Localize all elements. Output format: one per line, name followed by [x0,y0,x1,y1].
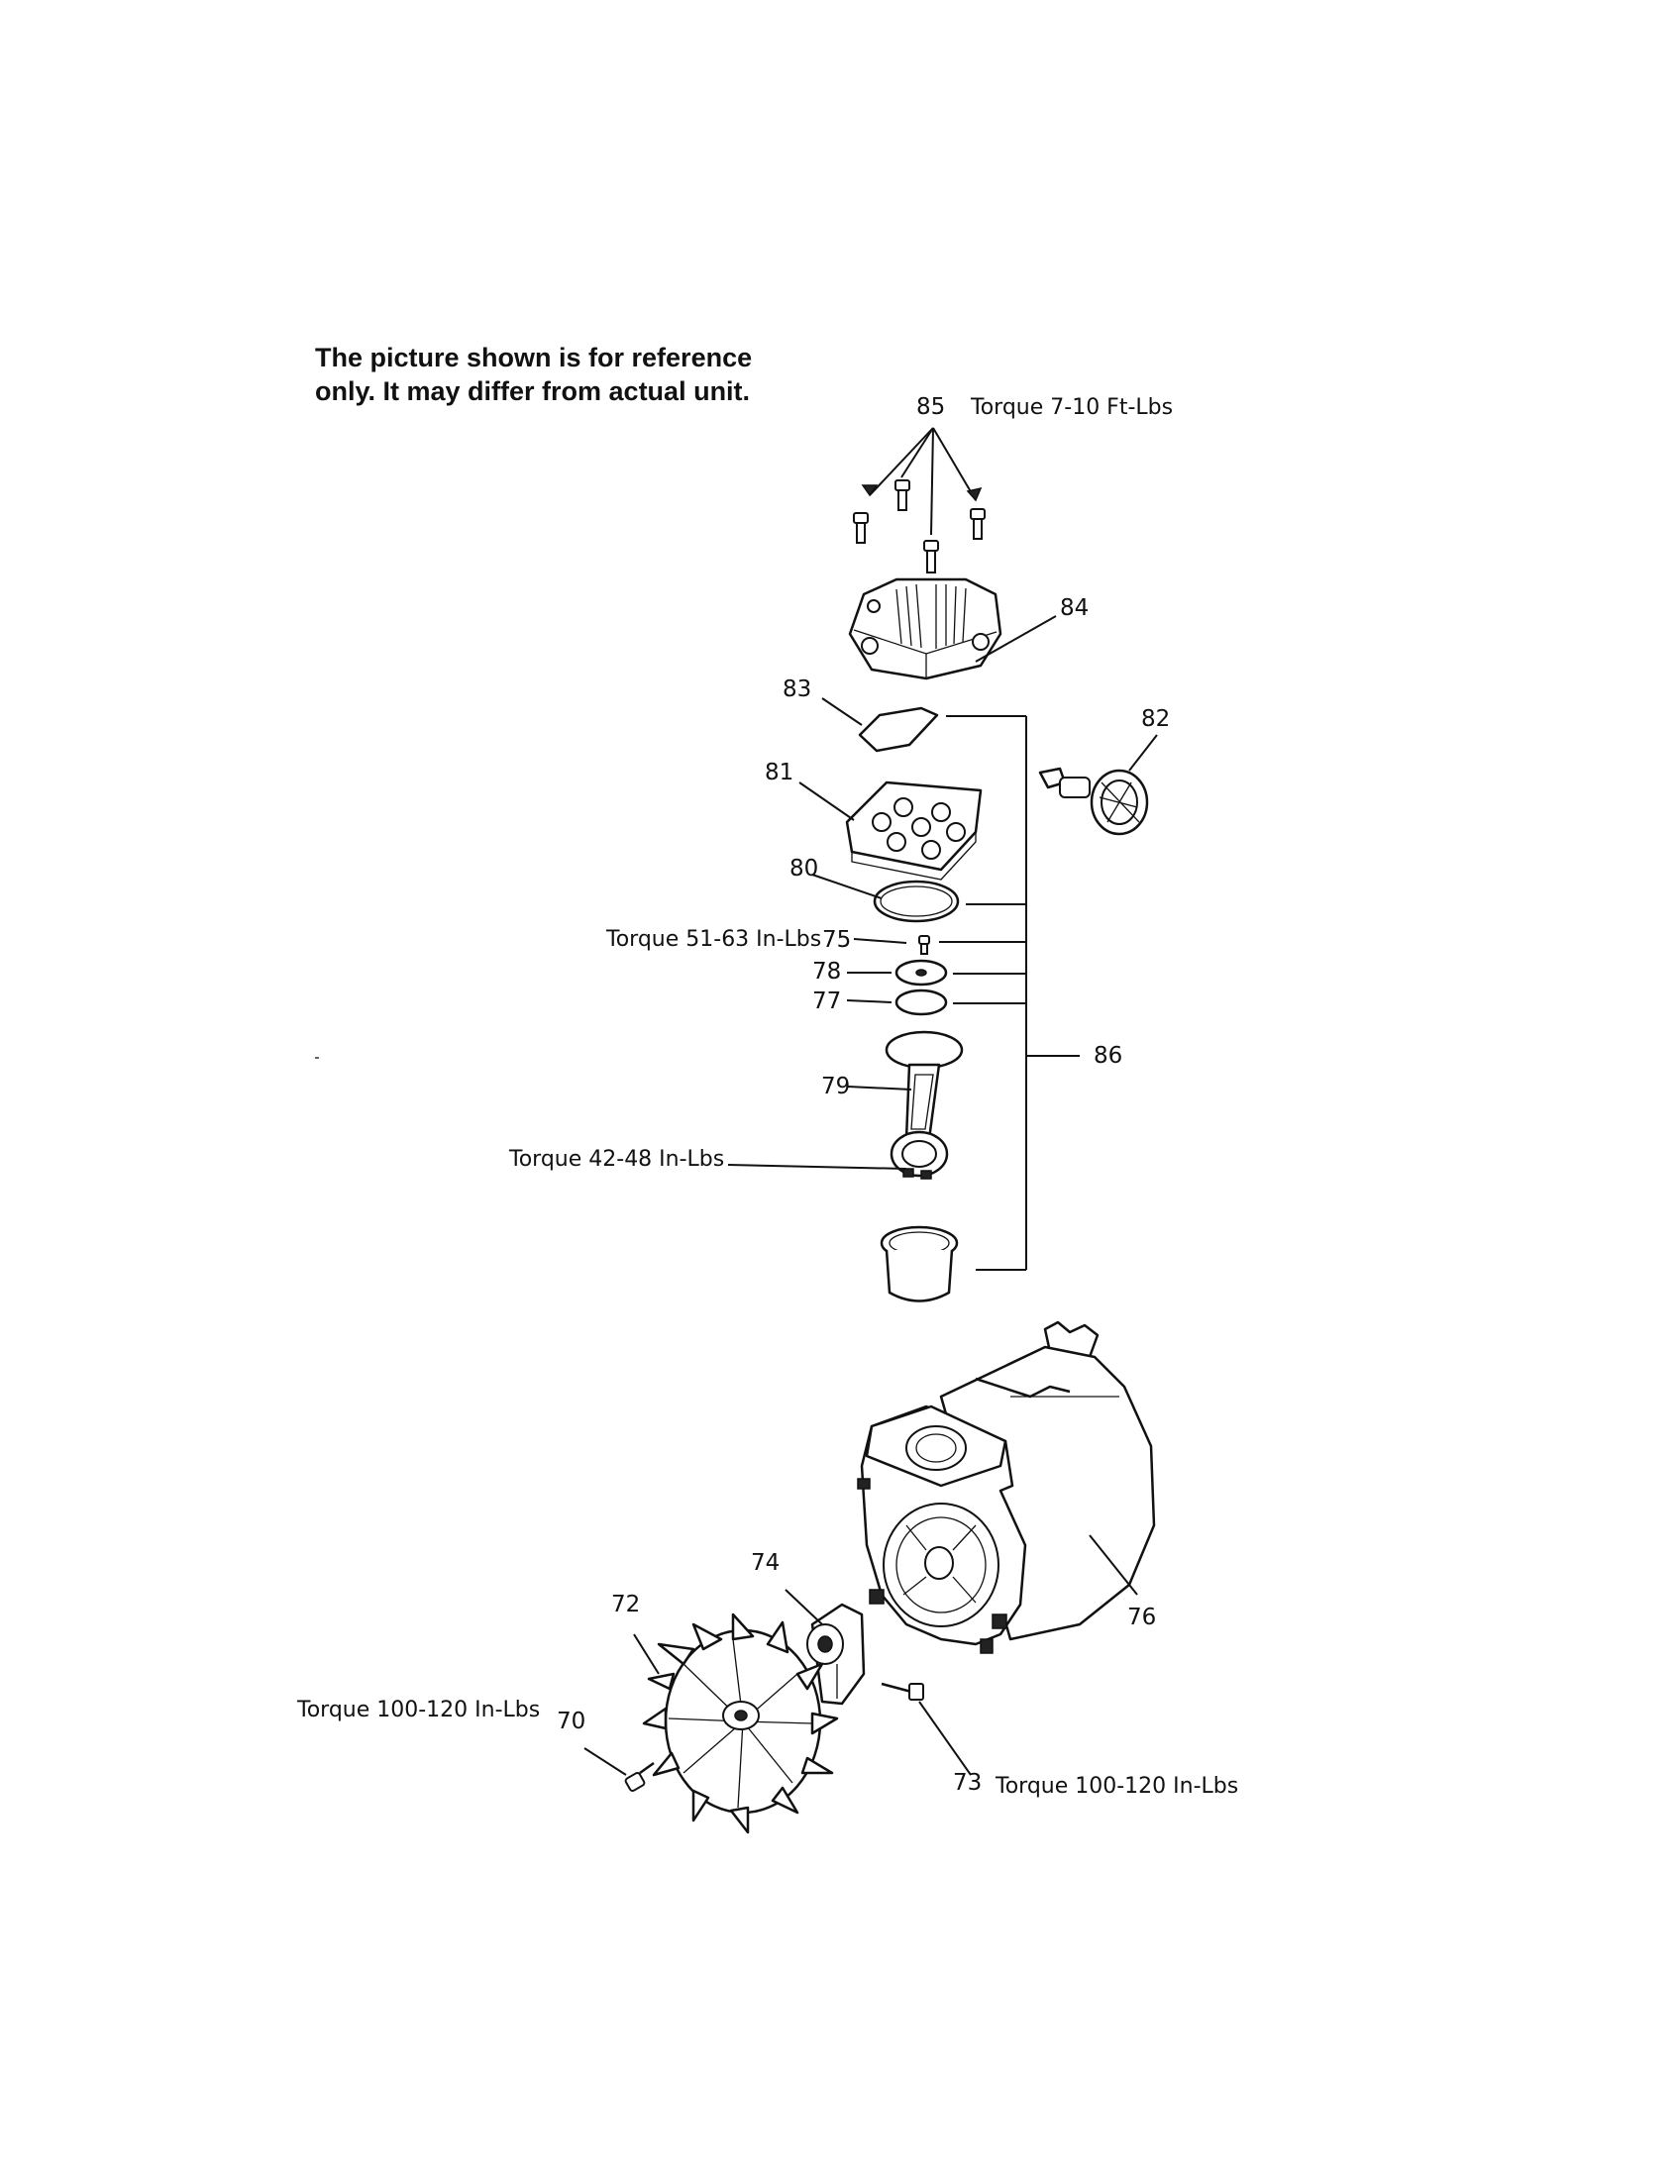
callout-76: 76 [1127,1605,1157,1630]
part-79-connecting-rod [727,1030,964,1180]
part-86-kit-bracket [1025,716,1080,1270]
torque-label-79: Torque 42-48 In-Lbs [509,1147,725,1172]
part-80-o-ring [811,874,1026,923]
callout-85: 85 [916,394,946,420]
cylinder-sleeve [880,1225,1026,1302]
callout-80: 80 [789,856,819,882]
part-84-cylinder-head [848,577,1057,680]
callout-83: 83 [783,676,812,702]
reference-note: The picture shown is for reference only.… [315,341,830,408]
part-70-fan-bolt [583,1747,655,1792]
callout-77: 77 [812,988,842,1014]
part-73-bolt [881,1682,972,1776]
part-78-retainer [847,959,1026,987]
part-75-screw [853,935,1026,955]
reference-note-line1: The picture shown is for reference [315,343,753,372]
callout-70: 70 [557,1709,586,1734]
part-77-piston-cup [846,988,1026,1016]
part-85-head-bolts [853,427,986,573]
callout-74: 74 [751,1550,781,1576]
callout-82: 82 [1141,706,1171,732]
torque-label-75: Torque 51-63 In-Lbs [606,927,822,952]
callout-81: 81 [765,760,794,785]
callout-72: 72 [611,1592,641,1617]
reference-note-line2: only. It may differ from actual unit. [315,376,751,406]
part-72-cooling-fan [633,1612,839,1834]
torque-label-85: Torque 7-10 Ft-Lbs [971,395,1174,420]
callout-78: 78 [812,959,842,985]
part-74-eccentric [785,1589,866,1706]
callout-79: 79 [821,1074,851,1099]
torque-label-73: Torque 100-120 In-Lbs [996,1774,1239,1799]
part-81-valve-plate [798,780,983,881]
part-83-head-gasket [821,697,1026,753]
callout-75: 75 [822,927,852,953]
callout-73: 73 [953,1770,983,1796]
torque-label-70: Torque 100-120 In-Lbs [297,1698,541,1722]
callout-84: 84 [1060,595,1090,621]
callout-86: 86 [1094,1043,1123,1069]
part-76-motor-crankcase [857,1320,1156,1654]
part-82-check-valve [1038,734,1158,836]
